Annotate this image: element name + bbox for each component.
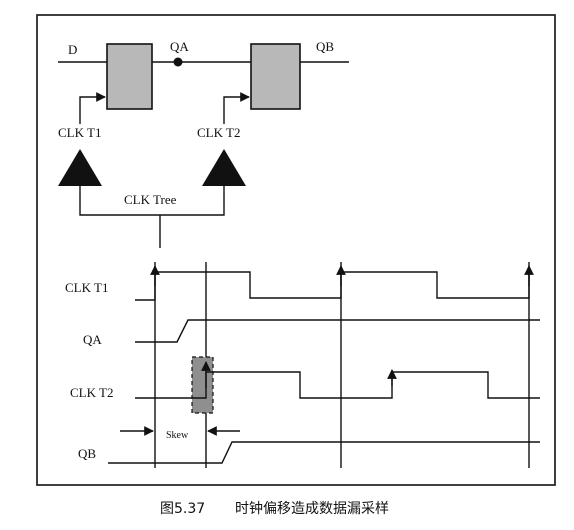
clk-input-a <box>79 92 106 124</box>
skew-label: Skew <box>166 430 189 441</box>
clock-buffer-1 <box>58 149 102 186</box>
wave-clk-t2-label: CLK T2 <box>70 385 113 400</box>
flipflop-b <box>250 43 301 110</box>
figure-title: 时钟偏移造成数据漏采样 <box>235 500 389 517</box>
d-label: D <box>68 42 77 57</box>
clock-buffer-2 <box>202 149 246 186</box>
wave-qb-label: QB <box>78 446 96 461</box>
qb-label: QB <box>316 39 334 54</box>
skew-region <box>191 356 214 414</box>
wave-qa-label: QA <box>83 332 102 347</box>
clk-t1-waveform <box>135 271 530 301</box>
clk-t2-label: CLK T2 <box>197 125 240 140</box>
clk-t1-label: CLK T1 <box>58 125 101 140</box>
diagram-frame <box>36 14 556 486</box>
wave-clk-t1-label: CLK T1 <box>65 280 108 295</box>
clock-tree-wire <box>79 186 225 216</box>
clk-tree-label: CLK Tree <box>124 192 177 207</box>
clk-input-b <box>223 92 250 124</box>
flipflop-a <box>106 43 153 110</box>
qa-label: QA <box>170 39 189 54</box>
qb-waveform <box>108 441 540 464</box>
figure-number: 图5.37 <box>160 501 205 517</box>
qa-waveform <box>135 319 540 343</box>
qa-node <box>173 57 183 67</box>
